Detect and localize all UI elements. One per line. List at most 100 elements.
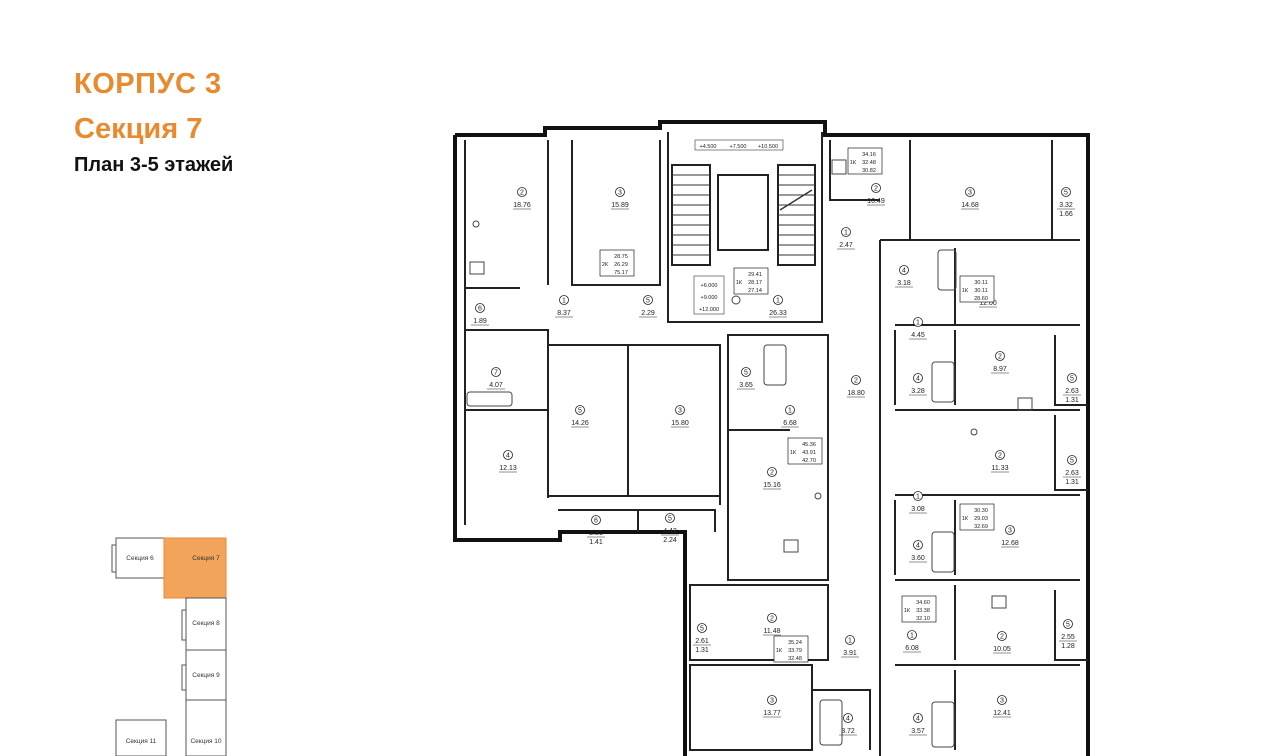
room-area: 3.08 — [911, 506, 925, 513]
room-number-circle — [871, 183, 881, 193]
apartment-tag-box — [959, 503, 995, 531]
room-area: 8.37 — [557, 310, 571, 317]
room-number-circle — [741, 367, 751, 377]
room-number-circle — [913, 540, 923, 550]
room-area: 1.28 — [1061, 643, 1075, 650]
room-number-circle — [767, 613, 777, 623]
room-area: 3.18 — [897, 280, 911, 287]
room-area: 2.63 — [1065, 470, 1079, 477]
room-number: 3 — [1000, 698, 1004, 705]
room-number-circle — [575, 405, 585, 415]
apartment-area-value: 32.69 — [974, 524, 988, 530]
room-area: 4.07 — [489, 382, 503, 389]
legend-label-section-7: Секция 7 — [192, 555, 220, 562]
room-area: 15.16 — [763, 482, 781, 489]
room-number: 4 — [916, 716, 920, 723]
apartment-area-value: 32.48 — [788, 656, 802, 662]
room-number-circle — [767, 467, 777, 477]
elevation-top-2: +7.500 — [730, 144, 747, 150]
room-area: 3.60 — [911, 555, 925, 562]
room-area: 15.80 — [671, 420, 689, 427]
room-number: 1 — [788, 408, 792, 415]
room-number: 4 — [902, 268, 906, 275]
stair-treads — [672, 174, 815, 256]
room-number-circle — [997, 695, 1007, 705]
room-area: 1.31 — [695, 647, 709, 654]
apartment-type-code: 1К — [904, 608, 911, 614]
legend-label-section-11: Секция 11 — [126, 738, 157, 745]
apartment-area-value: 45.36 — [802, 442, 816, 448]
elevation-labels: +4.500 +7.500 +10.500 +6.000 +9.000 +12.… — [693, 139, 784, 315]
room-number: 2 — [520, 190, 524, 197]
room-number-circle — [913, 491, 923, 501]
room-number-circle — [697, 623, 707, 633]
room-number: 6 — [478, 306, 482, 313]
room-area: 26.33 — [769, 310, 787, 317]
room-area: 6.08 — [905, 645, 919, 652]
apartment-area-value: 28.17 — [748, 280, 762, 286]
room-number: 5 — [1066, 622, 1070, 629]
apartment-area-value: 35.24 — [788, 640, 802, 646]
room-number: 3 — [618, 190, 622, 197]
room-area: 10.05 — [993, 646, 1011, 653]
room-number: 4 — [506, 453, 510, 460]
legend-section-11[interactable] — [115, 719, 167, 756]
legend-section-8[interactable] — [185, 597, 227, 651]
legend-label-section-10: Секция 10 — [190, 738, 221, 745]
room-number-circle — [665, 513, 675, 523]
room-number: 1 — [844, 230, 848, 237]
room-number: 5 — [646, 298, 650, 305]
room-number-circle — [643, 295, 653, 305]
legend-label-section-9: Секция 9 — [192, 672, 220, 679]
room-number-circle — [899, 265, 909, 275]
legend-label-section-6: Секция 6 — [126, 555, 154, 562]
apartment-type-code: 1К — [962, 288, 969, 294]
legend-section-7[interactable] — [163, 537, 227, 599]
room-number: 2 — [770, 470, 774, 477]
room-number-circle — [773, 295, 783, 305]
elevation-mid-3: +12.000 — [699, 307, 719, 313]
apartment-area-value: 32.10 — [916, 616, 930, 622]
apartment-type-code: 1К — [790, 450, 797, 456]
room-number-circle — [615, 187, 625, 197]
section-title: Секция 7 — [74, 113, 203, 145]
room-area: 18.80 — [847, 390, 865, 397]
room-number-circle — [913, 713, 923, 723]
room-number: 3 — [1008, 528, 1012, 535]
room-area: 12.68 — [1001, 540, 1019, 547]
apartment-tag-box — [847, 147, 883, 175]
apartment-type-code: 1К — [736, 280, 743, 286]
apartment-tag-box — [599, 249, 635, 277]
legend-section-10[interactable] — [185, 699, 227, 756]
apartment-area-value: 30.11 — [974, 280, 987, 286]
room-number-circle — [785, 405, 795, 415]
apartment-area-value: 28.60 — [974, 296, 988, 302]
room-number: 1 — [916, 320, 920, 327]
legend-section-9[interactable] — [185, 649, 227, 701]
room-number: 2 — [770, 616, 774, 623]
apartment-area-value: 33.38 — [916, 608, 930, 614]
room-number-circle — [517, 187, 527, 197]
room-area: 3.32 — [1059, 202, 1073, 209]
room-number: 5 — [1070, 458, 1074, 465]
apartment-area-value: 43.91 — [802, 450, 816, 456]
room-number: 2 — [1000, 634, 1004, 641]
apartment-area-value: 34.16 — [862, 152, 876, 158]
room-number-circle — [491, 367, 501, 377]
outer-walls — [453, 120, 1090, 756]
room-number-circle — [843, 713, 853, 723]
apartment-area-value: 33.79 — [788, 648, 802, 654]
elevation-mid-2: +9.000 — [701, 295, 718, 301]
room-number-circle — [767, 695, 777, 705]
apartment-tags: 2К28.7526.2975.171К34.1632.4830.821К29.4… — [599, 147, 995, 663]
room-number-circle — [1061, 187, 1071, 197]
room-number-circle — [913, 317, 923, 327]
apartment-type-code: 1К — [776, 648, 783, 654]
room-number-circle — [995, 450, 1005, 460]
room-area: 13.77 — [763, 710, 781, 717]
room-area: 11.48 — [764, 628, 781, 635]
room-number-circle — [503, 450, 513, 460]
room-number-circle — [1063, 619, 1073, 629]
room-number-circle — [965, 187, 975, 197]
